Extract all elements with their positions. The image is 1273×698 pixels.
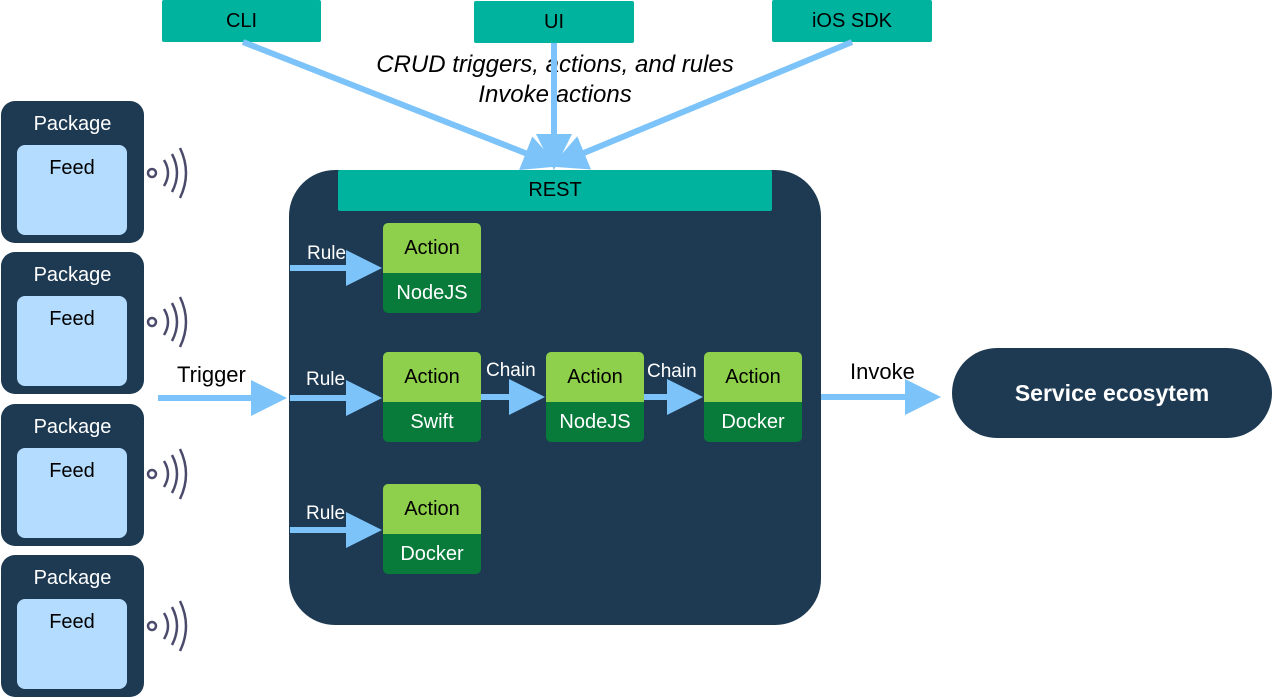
rest-label: REST [528, 179, 582, 201]
package-box-4: Package Feed [1, 555, 144, 697]
service-ecosystem: Service ecosytem [952, 348, 1272, 438]
ui-label: UI [544, 10, 564, 33]
signal-icon [146, 147, 188, 199]
cli-to-rest-arrow [241, 39, 560, 170]
signal-icon [146, 448, 188, 500]
cli-label: CLI [225, 9, 258, 32]
package-title: Package [33, 113, 112, 135]
rest-api-bar: REST [338, 170, 772, 211]
feed-label: Feed [49, 460, 95, 482]
package-title: Package [33, 264, 112, 286]
signal-icons [146, 147, 188, 652]
action-runtime: Docker [383, 534, 481, 574]
feed-box: Feed [17, 599, 127, 689]
feed-box: Feed [17, 448, 127, 538]
trigger-label: Trigger [177, 362, 246, 387]
feed-label: Feed [49, 308, 95, 330]
feed-box: Feed [17, 296, 127, 386]
action-nodejs-1: Action NodeJS [383, 223, 481, 313]
ios-sdk-client: iOS SDK [772, 0, 932, 42]
action-runtime: NodeJS [546, 402, 644, 442]
package-box-2: Package Feed [1, 252, 144, 394]
action-docker-2: Action Docker [383, 484, 481, 574]
action-title: Action [704, 352, 802, 402]
rule-label-1: Rule [307, 243, 347, 264]
invoke-label: Invoke [850, 359, 915, 384]
rule-label-2: Rule [306, 369, 346, 390]
ios-sdk-label: iOS SDK [811, 9, 893, 32]
action-nodejs-2: Action NodeJS [546, 352, 644, 442]
action-title: Action [383, 223, 481, 273]
chain-label-2: Chain [647, 361, 697, 382]
chain-label-1: Chain [486, 360, 536, 381]
feed-box: Feed [17, 145, 127, 235]
action-runtime: NodeJS [383, 273, 481, 313]
feed-label: Feed [49, 611, 95, 633]
cli-client: CLI [162, 0, 321, 42]
action-title: Action [383, 484, 481, 534]
service-label: Service ecosytem [1014, 379, 1210, 406]
signal-icon [146, 600, 188, 652]
ui-client: UI [474, 1, 634, 43]
action-swift: Action Swift [383, 352, 481, 442]
action-runtime: Swift [383, 402, 481, 442]
action-docker-1: Action Docker [704, 352, 802, 442]
package-box-1: Package Feed [1, 101, 144, 243]
signal-icon [146, 296, 188, 348]
package-title: Package [33, 567, 112, 589]
rule-label-3: Rule [306, 503, 346, 524]
ios-to-rest-arrow [550, 39, 854, 170]
package-title: Package [33, 416, 112, 438]
action-title: Action [383, 352, 481, 402]
action-title: Action [546, 352, 644, 402]
feed-label: Feed [49, 157, 95, 179]
package-box-3: Package Feed [1, 404, 144, 546]
action-runtime: Docker [704, 402, 802, 442]
